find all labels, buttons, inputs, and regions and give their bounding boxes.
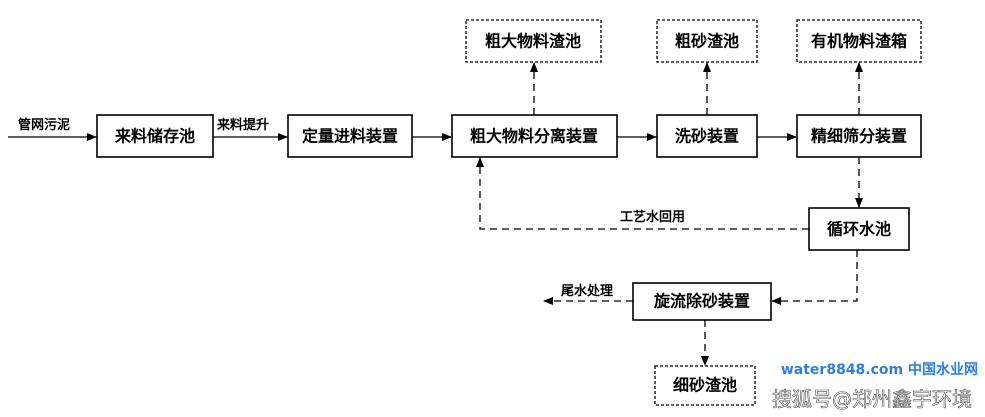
label-water-reuse: 工艺水回用 <box>620 209 685 225</box>
node-cyclone-label: 旋流除砂装置 <box>653 292 750 311</box>
watermark-logo: water8848.com 中国水业网 <box>781 361 978 378</box>
node-fine-screen: 精细筛分装置 <box>796 114 922 158</box>
node-coarse-residue: 粗大物料渣池 <box>465 19 602 63</box>
node-storage-label: 来料储存池 <box>114 127 195 146</box>
label-tail-water: 尾水处理 <box>561 283 613 299</box>
node-coarse-sand: 粗砂渣池 <box>656 19 758 63</box>
node-sand-wash: 洗砂装置 <box>656 114 758 158</box>
node-sand-wash-label: 洗砂装置 <box>675 127 739 146</box>
watermark-text: 搜狐号@郑州鑫宇环境 <box>772 387 972 411</box>
node-coarse-residue-label: 粗大物料渣池 <box>485 32 581 51</box>
node-storage: 来料储存池 <box>96 114 214 158</box>
node-fine-screen-label: 精细筛分装置 <box>811 127 907 146</box>
arrow-water-reuse <box>476 157 809 230</box>
label-sludge-in: 管网污泥 <box>18 117 70 133</box>
node-cyclone: 旋流除砂装置 <box>632 282 772 321</box>
node-fine-sand-label: 细砂渣池 <box>673 376 737 395</box>
node-coarse-sand-label: 粗砂渣池 <box>675 32 739 51</box>
node-coarse-sep-label: 粗大物料分离装置 <box>470 127 598 146</box>
node-circ-pool: 循环水池 <box>808 207 910 251</box>
arrow-to-cyclone <box>771 250 858 305</box>
node-organic-box: 有机物料渣箱 <box>796 19 922 63</box>
node-circ-pool-label: 循环水池 <box>827 220 891 239</box>
node-feeder: 定量进料装置 <box>287 114 413 158</box>
node-organic-box-label: 有机物料渣箱 <box>811 32 907 51</box>
node-feeder-label: 定量进料装置 <box>301 127 398 146</box>
node-coarse-sep: 粗大物料分离装置 <box>451 114 618 158</box>
label-lift: 来料提升 <box>216 117 269 133</box>
node-fine-sand: 细砂渣池 <box>654 365 756 406</box>
